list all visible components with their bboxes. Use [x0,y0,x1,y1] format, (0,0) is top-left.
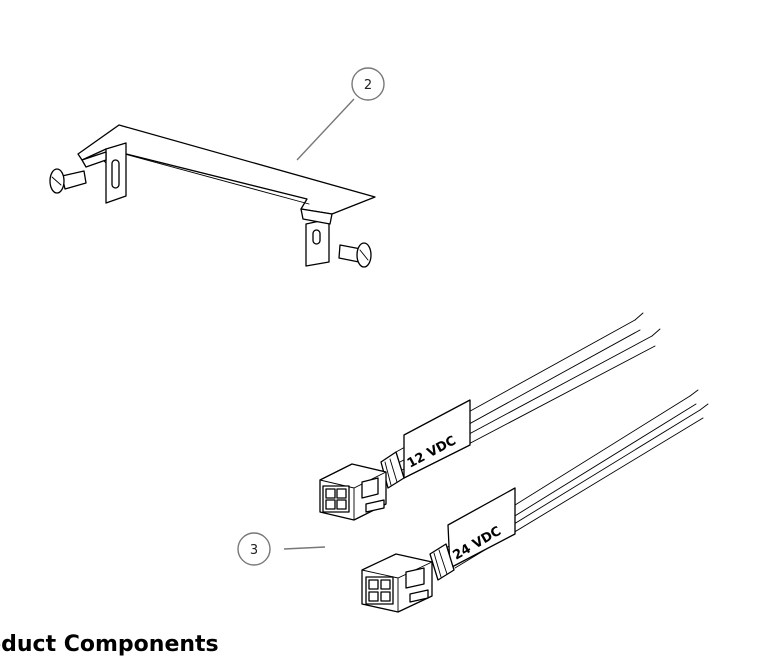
bracket-screw-right [338,242,372,268]
connector-12vdc [319,463,387,521]
bracket-screw-left [49,168,87,194]
callout-2-leader [296,98,355,161]
connector-24vdc [361,553,433,613]
callout-2-number: 2 [364,78,372,93]
mounting-bracket [77,124,376,267]
section-title: oduct Components [0,632,219,657]
wire-harness-12vdc: 12 VDC [319,312,661,521]
wire-harness-24vdc: 24 VDC [361,389,709,613]
callout-3: 3 [237,532,271,566]
callout-3-leader [283,546,326,550]
callout-2: 2 [351,67,385,101]
callout-3-number: 3 [250,543,258,558]
